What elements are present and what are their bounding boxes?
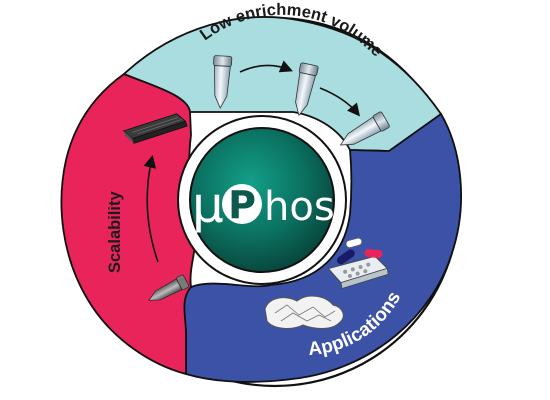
muphos-logo: μ P hos: [192, 176, 335, 234]
logo-mu: μ: [192, 176, 224, 234]
arrow-scalability: [143, 154, 159, 263]
microtube-icon: [213, 55, 233, 109]
logo-p-badge: [222, 184, 262, 224]
logo-p: P: [228, 183, 256, 227]
arrow-top-2: [319, 87, 361, 117]
tube-icon: [148, 274, 190, 301]
arrow-top-1: [239, 60, 293, 73]
microtube-icon: [339, 111, 390, 146]
microtube-icon: [295, 62, 319, 117]
well-plate-icon: [122, 113, 188, 144]
pill-plate-icon: [327, 237, 389, 290]
logo-disk: [189, 127, 335, 273]
label-scalability: Scalability: [106, 191, 124, 273]
logo-hos: hos: [264, 184, 335, 230]
tissue-icon: [264, 295, 344, 329]
